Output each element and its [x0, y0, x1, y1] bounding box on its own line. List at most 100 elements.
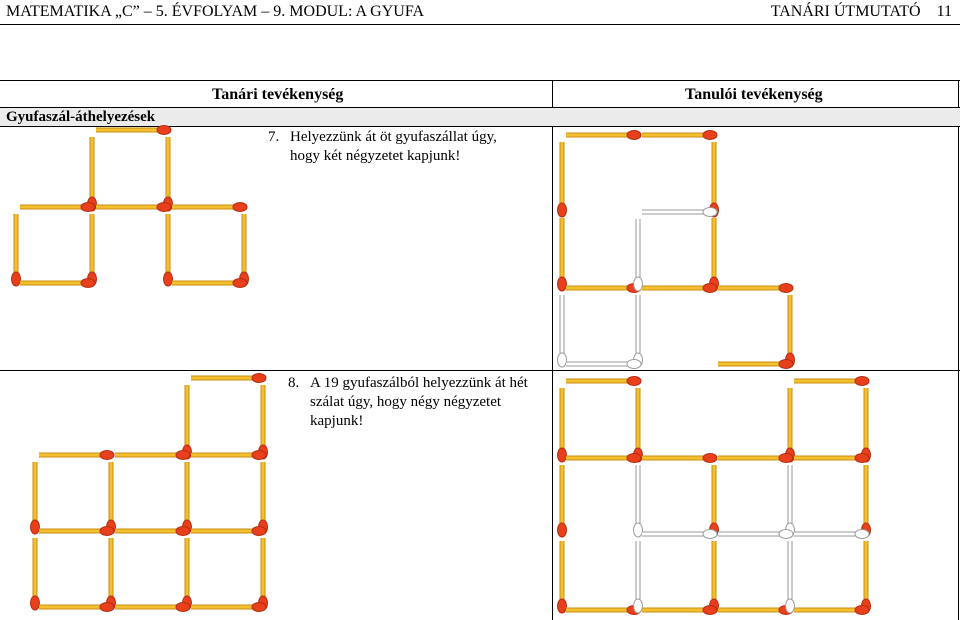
task-7-line: Helyezzünk át öt gyufaszállat úgy, — [290, 129, 497, 145]
matchstick — [794, 453, 870, 463]
moved-matchstick — [633, 295, 643, 368]
match-head — [626, 130, 642, 140]
student-column-heading: Tanulói tevékenység — [685, 86, 823, 103]
moved-matchstick — [785, 465, 795, 538]
match-head — [854, 376, 870, 386]
moved-matchstick — [642, 529, 718, 539]
match-head — [80, 278, 96, 288]
task-8-line: szálat úgy, hogy négy négyzetet — [310, 394, 502, 410]
matchstick — [163, 214, 173, 287]
header-guide-label: TANÁRI ÚTMUTATÓ — [770, 3, 921, 20]
matchstick — [20, 202, 96, 212]
match-head — [626, 376, 642, 386]
matchstick — [566, 376, 642, 386]
match-head — [702, 207, 718, 217]
matchstick — [87, 214, 97, 287]
match-head — [156, 202, 172, 212]
match-head — [99, 450, 115, 460]
matchstick — [163, 137, 173, 212]
matchstick — [861, 465, 871, 538]
matchstick — [718, 359, 794, 369]
matchstick — [172, 278, 248, 288]
match-head — [854, 453, 870, 463]
matchstick — [191, 450, 267, 460]
moved-matchstick — [633, 465, 643, 538]
matchstick — [718, 453, 794, 463]
match-head — [251, 602, 267, 612]
match-head — [557, 522, 567, 538]
match-head — [633, 276, 643, 292]
match-head — [557, 447, 567, 463]
match-head — [232, 278, 248, 288]
match-head — [785, 598, 795, 614]
matchstick — [96, 125, 172, 135]
teacher-column-heading: Tanári tevékenység — [212, 86, 344, 103]
match-head — [11, 271, 21, 287]
matchstick — [566, 453, 642, 463]
matchstick — [182, 385, 192, 460]
matchstick — [557, 388, 567, 463]
matchstick — [861, 541, 871, 614]
task-8: 8. A 19 gyufaszálból helyezzünk át hét s… — [288, 374, 550, 434]
matchstick — [258, 462, 268, 535]
row-divider — [0, 370, 960, 371]
match-head — [30, 519, 40, 535]
running-header: MATEMATIKA „C” – 5. ÉVFOLYAM – 9. MODUL:… — [0, 0, 960, 24]
matchstick — [239, 214, 249, 287]
matchstick — [794, 605, 870, 615]
matchstick — [557, 142, 567, 218]
matchstick — [709, 218, 719, 292]
section-band — [0, 107, 960, 127]
match-head — [163, 271, 173, 287]
matchstick — [718, 605, 794, 615]
task-7-number: 7. — [268, 129, 280, 145]
matchstick — [642, 453, 718, 463]
match-head — [557, 352, 567, 368]
matchstick — [115, 526, 191, 536]
matchstick — [191, 373, 267, 383]
task-8-number: 8. — [288, 375, 300, 391]
moved-matchstick — [785, 541, 795, 614]
matchstick — [39, 526, 115, 536]
matchstick — [785, 295, 795, 368]
matchstick — [172, 202, 248, 212]
page-number: 11 — [936, 3, 952, 20]
match-head — [778, 283, 794, 293]
match-head — [702, 130, 718, 140]
table-top-border — [0, 80, 960, 81]
matchstick — [566, 130, 642, 140]
matchstick — [709, 142, 719, 218]
match-head — [702, 529, 718, 539]
match-head — [251, 526, 267, 536]
match-head — [626, 453, 642, 463]
matchstick — [557, 218, 567, 292]
matchstick — [557, 465, 567, 538]
matchstick — [642, 130, 718, 140]
moved-matchstick — [566, 359, 642, 369]
matchstick — [115, 602, 191, 612]
moved-matchstick — [642, 207, 718, 217]
moved-matchstick — [794, 529, 870, 539]
matchstick — [258, 538, 268, 611]
section-title: Gyufaszál-áthelyezések — [6, 109, 156, 125]
task-7-solution-figure — [557, 130, 795, 369]
match-head — [633, 522, 643, 538]
matchstick — [115, 450, 191, 460]
table-right-border — [958, 80, 959, 620]
matchstick — [30, 538, 40, 611]
header-rule — [0, 24, 960, 25]
match-head — [633, 598, 643, 614]
moved-matchstick — [633, 219, 643, 292]
match-head — [99, 602, 115, 612]
match-head — [175, 526, 191, 536]
matchstick — [182, 462, 192, 535]
header-title: MATEMATIKA „C” – 5. ÉVFOLYAM – 9. MODUL:… — [6, 3, 425, 20]
matchstick — [182, 538, 192, 611]
task-7-text: Helyezzünk át öt gyufaszállat úgy, hogy … — [290, 128, 497, 166]
matchstick — [861, 388, 871, 463]
matchstick — [633, 388, 643, 463]
task-7-figure — [11, 125, 249, 288]
matchstick — [106, 462, 116, 535]
match-head — [626, 359, 642, 369]
